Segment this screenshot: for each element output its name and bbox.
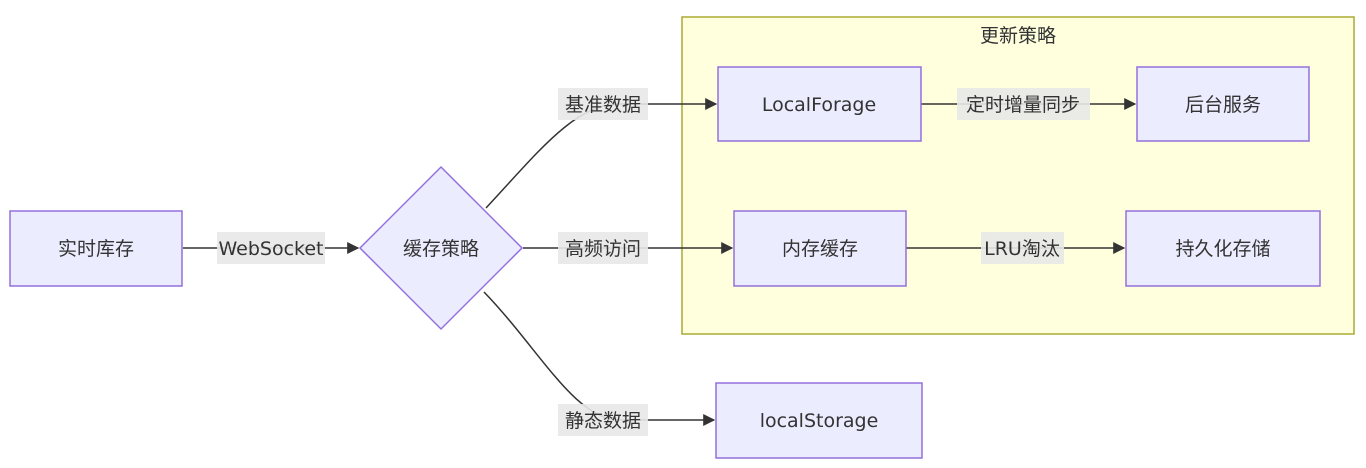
edge-label-static-data: 静态数据: [558, 404, 648, 436]
edge-strategy-to-localstorage: [483, 291, 716, 426]
edge-label-text: 基准数据: [565, 94, 641, 116]
node-label: 实时库存: [58, 238, 134, 260]
node-label: 后台服务: [1185, 94, 1261, 116]
node-cache-strategy[interactable]: 缓存策略: [358, 165, 524, 331]
edge-label-baseline-data: 基准数据: [558, 88, 648, 120]
node-memory-cache[interactable]: 内存缓存: [733, 210, 907, 287]
edge-label-text: WebSocket: [218, 238, 323, 260]
node-label: localStorage: [760, 410, 879, 432]
edge-label-websocket: WebSocket: [217, 232, 325, 264]
edge-label-scheduled-sync: 定时增量同步: [957, 88, 1090, 120]
node-backend-service[interactable]: 后台服务: [1136, 66, 1310, 142]
node-label: 内存缓存: [782, 238, 858, 260]
node-label: 持久化存储: [1175, 238, 1270, 260]
edge-label-text: 静态数据: [565, 410, 641, 432]
edge-label-lru-eviction: LRU淘汰: [981, 232, 1064, 264]
node-localstorage[interactable]: localStorage: [715, 382, 923, 459]
node-localforage[interactable]: LocalForage: [717, 66, 922, 142]
node-label: LocalForage: [762, 94, 876, 116]
edge-label-text: LRU淘汰: [984, 238, 1060, 260]
edge-label-text: 定时增量同步: [966, 94, 1080, 116]
cluster-title: 更新策略: [980, 25, 1056, 47]
node-persistent-storage[interactable]: 持久化存储: [1125, 210, 1321, 287]
node-label: 缓存策略: [403, 238, 479, 260]
edge-label-high-frequency: 高频访问: [558, 232, 648, 264]
edge-label-text: 高频访问: [565, 238, 641, 260]
node-inventory[interactable]: 实时库存: [9, 210, 183, 287]
